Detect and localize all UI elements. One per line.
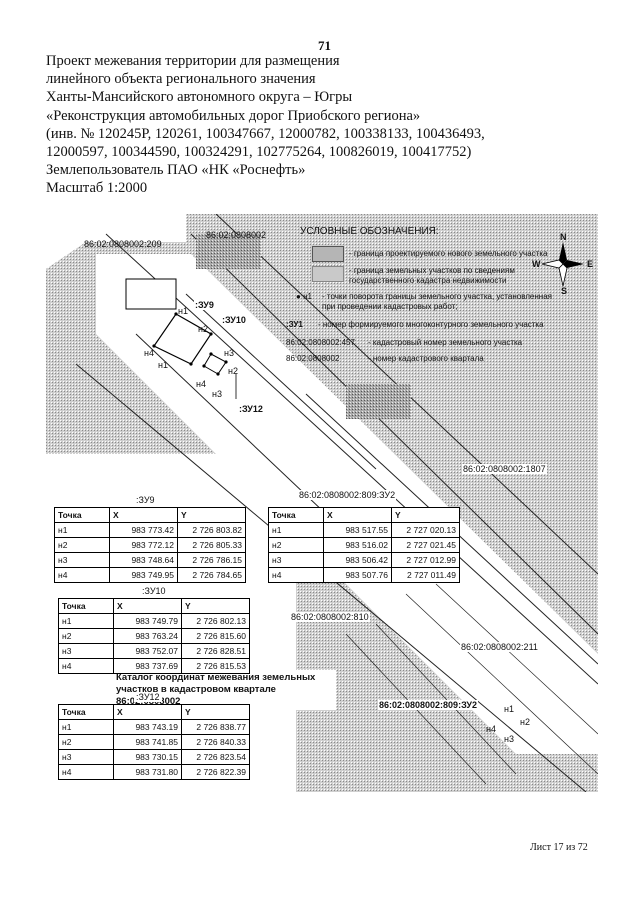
pipeline-lines	[345, 583, 598, 785]
point-label: н1	[158, 360, 168, 370]
header-line: Ханты-Мансийского автономного округа – Ю…	[46, 89, 353, 106]
point-label: н3	[224, 348, 234, 358]
header-line: (инв. № 120245Р, 120261, 100347667, 1200…	[46, 125, 485, 142]
header-line: Проект межевания территории для размещен…	[46, 53, 340, 69]
point-label: н4	[486, 724, 496, 734]
legend-item: 86:02:0808002 - номер кадастрового кварт…	[286, 354, 484, 363]
zu9-label: :ЗУ9	[194, 300, 215, 310]
table-caption: :ЗУ10	[140, 586, 168, 596]
table-caption: :ЗУ9	[134, 495, 157, 505]
parcel-label-809-zu2: 86:02:0808002:809:ЗУ2	[298, 490, 397, 500]
dark-patch	[196, 234, 261, 269]
zu12-label: :ЗУ12	[238, 404, 264, 414]
legend-item: - граница проектируемого нового земельно…	[312, 246, 547, 262]
sheet-number: Лист 17 из 72	[530, 842, 588, 853]
point-label: н3	[504, 734, 514, 744]
header-line: Землепользователь ПАО «НК «Роснефть»	[46, 162, 306, 179]
header-line: «Реконструкция автомобильных дорог Приоб…	[46, 107, 421, 124]
header-line: 12000597, 100344590, 100324291, 10277526…	[46, 144, 472, 161]
point-label: н2	[228, 366, 238, 376]
parcel-label-209: 86:02:0808002:209	[84, 239, 162, 249]
document-header: Проект межевания территории для размещен…	[46, 52, 606, 198]
point-label: н4	[196, 379, 206, 389]
header-line: Масштаб 1:2000	[46, 180, 148, 197]
legend-item: :ЗУ1 - номер формируемого многоконтурног…	[286, 320, 544, 329]
zu10-label: :ЗУ10	[221, 315, 247, 325]
map-legend: УСЛОВНЫЕ ОБОЗНАЧЕНИЯ: - граница проектир…	[284, 224, 596, 384]
dark-patch	[346, 384, 411, 419]
page-number: 71	[318, 38, 331, 53]
parcel-label-810: 86:02:0808002:810	[290, 612, 370, 622]
road-corridor	[96, 254, 598, 754]
parcel-label-211: 86:02:0808002:211	[460, 642, 539, 652]
white-area	[46, 214, 186, 269]
table-caption: :ЗУ12	[134, 692, 162, 702]
compass-icon	[541, 242, 584, 287]
point-label: н2	[520, 717, 530, 727]
point-label: н1	[178, 306, 188, 316]
point-label: н3	[212, 389, 222, 399]
compass-rose: N S W E	[528, 232, 598, 296]
legend-item: ● н1 - точки поворота границы земельного…	[296, 292, 552, 311]
legend-item: 86:02:0808002:457 - кадастровый номер зе…	[286, 338, 523, 347]
legend-point-symbol: ● н1	[296, 292, 312, 301]
parcel-label-1807: 86:02:0808002:1807	[462, 464, 547, 474]
legend-item: - граница земельных участков по сведения…	[312, 266, 579, 286]
point-label: н4	[144, 348, 154, 358]
parcel-label-809-zu2-bottom: 86:02:0808002:809:ЗУ2	[378, 700, 478, 710]
point-label: н2	[198, 324, 208, 334]
legend-swatch-new	[312, 246, 344, 262]
header-line: линейного объекта регионального значения	[46, 71, 316, 88]
parcel-rect	[125, 278, 177, 310]
quarter-label: 86:02:0808002	[206, 230, 267, 240]
cadastral-map: 86:02:0808002:209 86:02:0808002 :ЗУ9 :ЗУ…	[46, 214, 598, 792]
legend-title: УСЛОВНЫЕ ОБОЗНАЧЕНИЯ:	[300, 226, 439, 237]
point-label: н1	[504, 704, 514, 714]
legend-swatch-existing	[312, 266, 344, 282]
